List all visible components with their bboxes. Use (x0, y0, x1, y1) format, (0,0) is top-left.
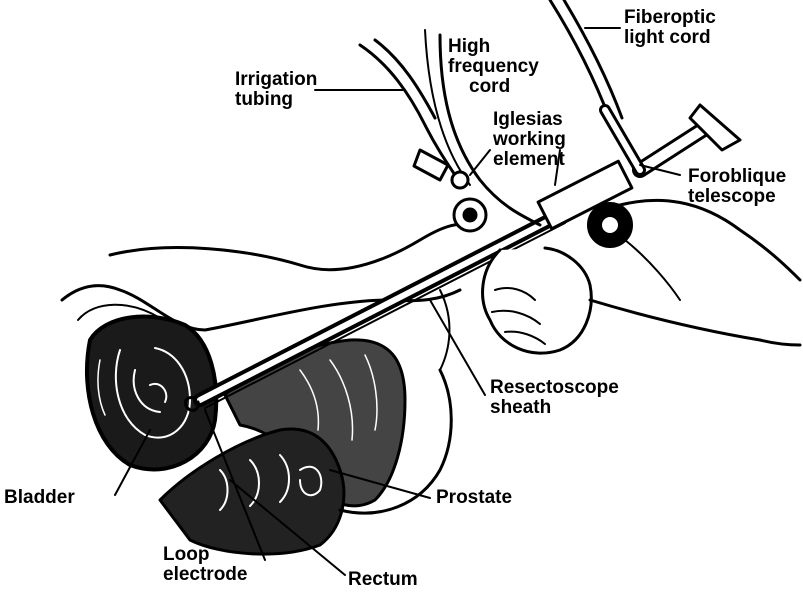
loop-electrode (183, 395, 200, 412)
bladder-shape (85, 314, 219, 472)
hand-drawing (481, 198, 802, 355)
label-irrigation-tubing: Irrigation tubing (235, 69, 318, 110)
label-iglesias-working-element: Iglesias working element (493, 109, 566, 170)
fiberoptic-cord (548, 0, 646, 176)
label-foroblique-telescope: Foroblique telescope (688, 166, 787, 207)
label-high-frequency-cord: High frequency cord (448, 36, 539, 97)
label-rectum: Rectum (348, 569, 418, 590)
label-resectoscope-sheath: Resectoscope sheath (490, 377, 619, 418)
label-prostate: Prostate (436, 487, 513, 508)
working-element (452, 159, 634, 248)
leader-lines (114, 27, 681, 576)
body-contour (108, 222, 472, 272)
irrigation-tubing (358, 38, 470, 190)
label-loop-electrode: Loop electrode (163, 544, 248, 585)
label-bladder: Bladder (4, 487, 75, 508)
foroblique-telescope (632, 103, 742, 178)
rectum-shape (158, 427, 346, 556)
label-fiberoptic-light-cord: Fiberoptic light cord (624, 7, 716, 48)
